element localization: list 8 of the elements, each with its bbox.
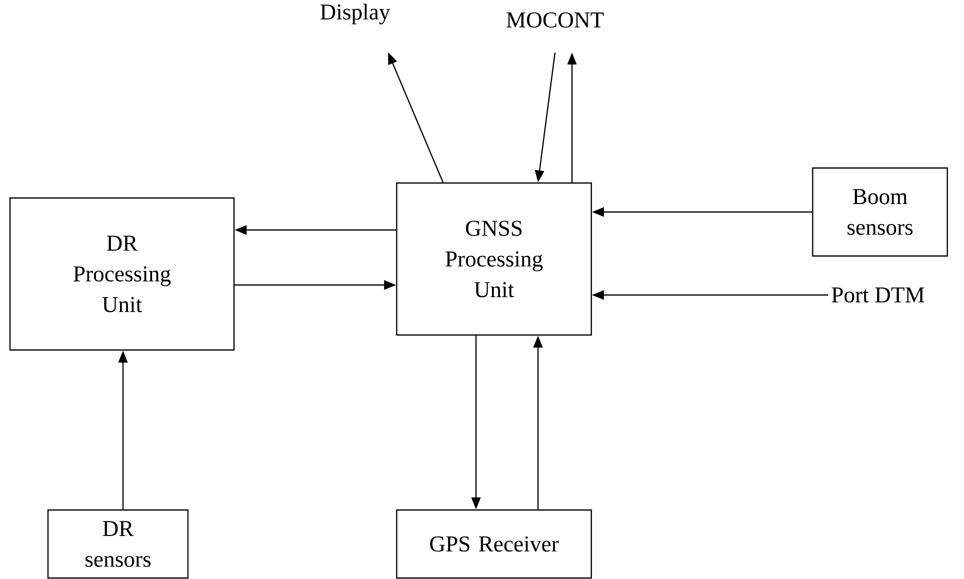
sensor-box: DR sensors [47,509,189,579]
processing-box: DR Processing Unit [9,197,235,351]
text-label: Display [320,4,390,24]
text-label: MOCONT [506,12,604,28]
sensor-box: Boom sensors [812,167,948,257]
receiver-box: GPS Receiver [396,509,592,579]
processing-box: GNSS Processing Unit [396,182,592,336]
text-label: Port DTM [832,287,924,303]
